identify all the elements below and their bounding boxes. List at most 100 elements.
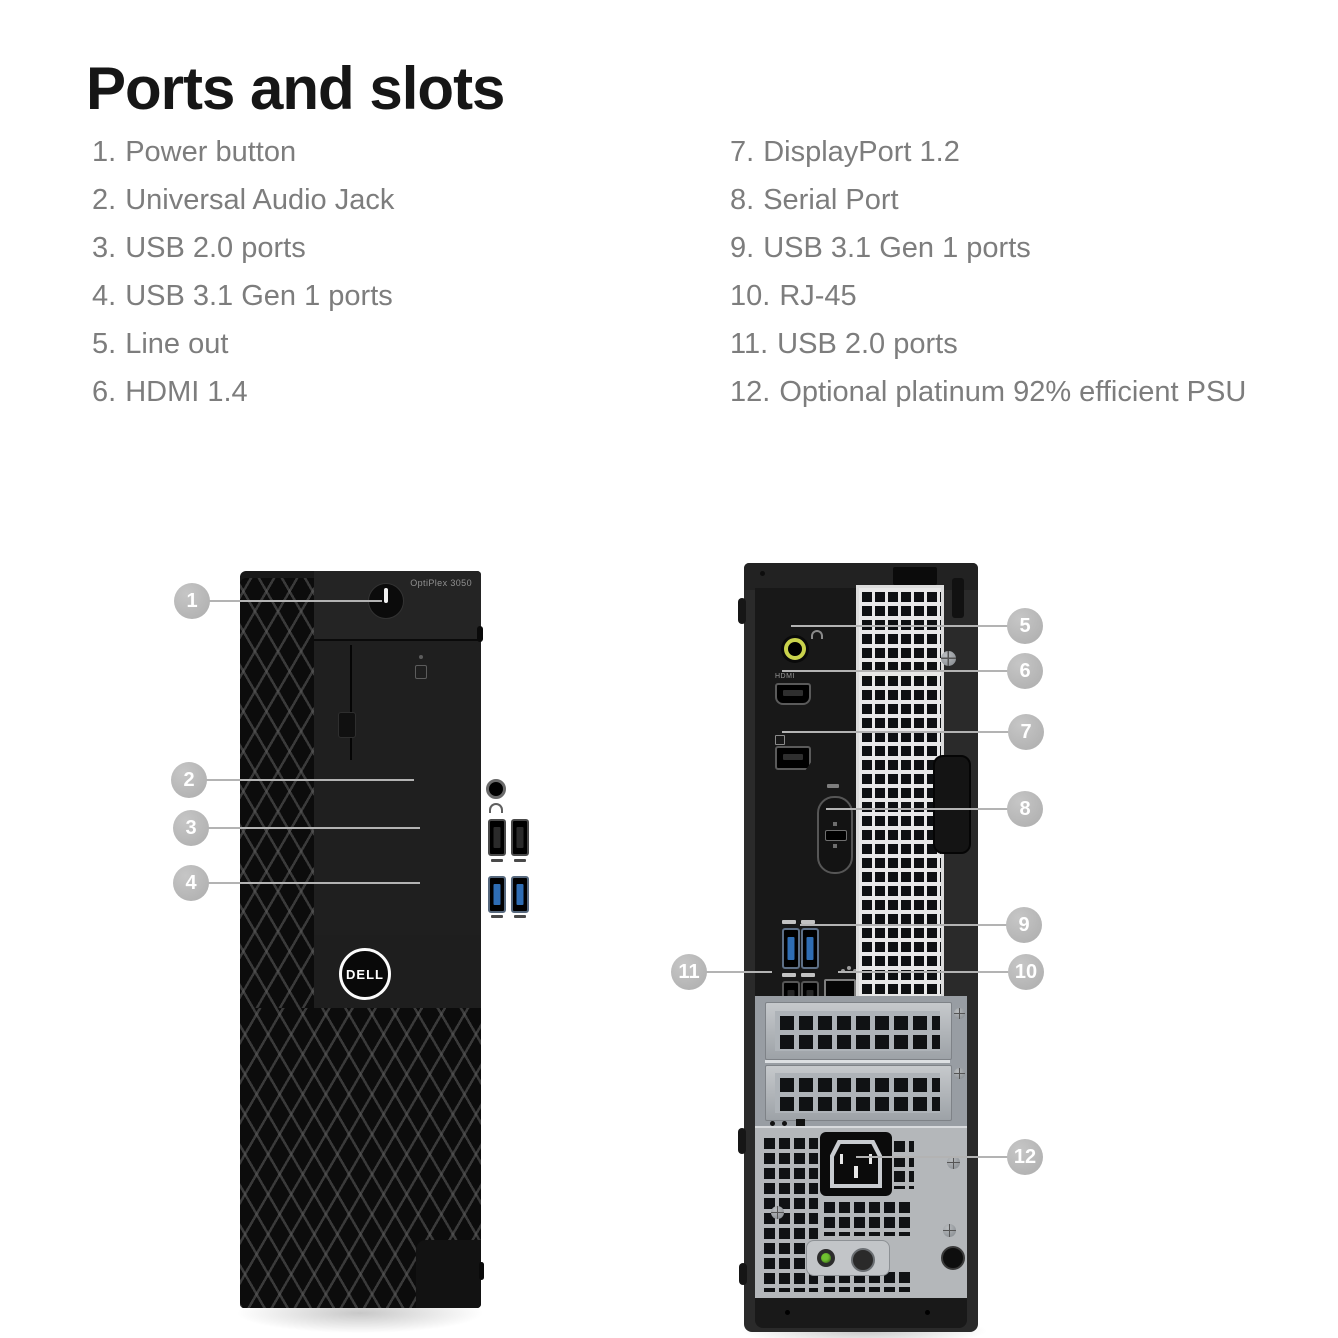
legend-item-label: DisplayPort 1.2 [763,136,960,168]
legend-item-label: Serial Port [763,184,899,216]
callout-12: 12 [1007,1139,1043,1175]
line-out-icon [811,630,823,639]
legend-item: 9.USB 3.1 Gen 1 ports [730,224,1246,272]
power-inlet-cavity [834,1144,878,1184]
displayport-port [775,746,811,770]
callout-1: 1 [174,583,210,619]
front-badge-nub [479,1262,484,1280]
hdmi-label: HDMI [775,673,795,680]
psu-vent-mid [820,1198,914,1236]
legend-item-number: 10. [730,280,771,312]
page-title: Ports and slots [86,55,505,123]
callout-3: 3 [173,810,209,846]
legend-item-number: 3. [92,232,117,264]
expansion-slot-vent-1 [775,1011,940,1051]
legend-item: 8.Serial Port [730,176,1246,224]
usb2-label-mark [801,973,815,977]
back-latch [893,567,937,585]
disc-icon [415,665,427,679]
hdmi-port [775,683,811,705]
back-handle-recess [933,755,971,854]
serial-pin-mark [833,822,837,826]
chassis-notch [796,1119,805,1127]
callout-leader-line-10 [838,971,1026,973]
power-inlet [820,1132,892,1196]
callout-4: 4 [173,865,209,901]
callout-leader-line-3 [191,827,420,829]
legend-item: 3.USB 2.0 ports [92,224,394,272]
chassis-dot [785,1310,790,1315]
callout-leader-line-11 [689,971,772,973]
back-tower: HDMI [738,563,978,1332]
callout-leader-line-9 [800,924,1024,926]
back-side-nub [738,1128,746,1154]
power-inlet-pin [840,1154,843,1164]
usb2-label-mark [491,859,503,862]
legend-item-number: 11. [730,328,769,360]
legend-item-label: USB 3.1 Gen 1 ports [763,232,1031,264]
back-side-nub [739,1263,747,1285]
displayport-tab [783,754,803,760]
legend-item-number: 9. [730,232,755,264]
psu-area [755,1126,967,1300]
legend-item-number: 8. [730,184,755,216]
usb2-label-mark [514,859,526,862]
serial-pin-mark [833,844,837,848]
expansion-slot-area [755,996,967,1127]
hdmi-port-tab [783,690,803,696]
displayport-icon [775,735,785,745]
usb3-label-mark [801,920,815,924]
power-inlet-pin [854,1166,858,1178]
psu-vent-right [890,1137,914,1189]
power-button-bar-icon [384,588,388,603]
callout-leader-line-5 [791,625,1025,627]
usb3-label-mark [491,915,503,918]
legend-item-label: Optional platinum 92% efficient PSU [779,376,1247,408]
legend-item-label: Line out [125,328,229,360]
front-audio-jack [486,779,506,799]
usb3-label-mark [514,915,526,918]
legend-item: 7.DisplayPort 1.2 [730,128,1246,176]
legend-item-label: Universal Audio Jack [125,184,395,216]
serial-connector [825,830,847,841]
psu-screw [943,1224,956,1237]
legend-item-number: 5. [92,328,117,360]
callout-9: 9 [1006,907,1042,943]
back-vent-grid [856,585,944,1002]
headset-icon [489,803,503,813]
front-logo-band: DELL [314,935,481,1008]
legend-item-number: 12. [730,376,771,408]
callout-leader-line-12 [856,1156,1025,1158]
legend-item-label: USB 3.1 Gen 1 ports [125,280,393,312]
callout-7: 7 [1008,714,1044,750]
back-bottom-strip [755,1298,967,1328]
legend-item-label: RJ-45 [779,280,857,312]
chassis-dot [925,1310,930,1315]
legend-item-label: USB 2.0 ports [777,328,958,360]
front-right-panel: OptiPlex 3050 [314,571,529,935]
legend-item: 4.USB 3.1 Gen 1 ports [92,272,394,320]
front-top-strip: OptiPlex 3050 [314,571,481,641]
psu-vent-left [760,1134,818,1292]
front-usb3-port-2 [511,876,529,913]
optical-drive-slot [350,645,352,760]
chassis-dot [770,1121,775,1126]
drive-activity-light [419,655,423,659]
front-usb3-port-1 [488,876,506,913]
front-usb2-port-2 [511,819,529,856]
expansion-divider-highlight [765,1060,950,1063]
legend-item-number: 7. [730,136,755,168]
chassis-dot [782,1121,787,1126]
callout-leader-line-2 [189,779,414,781]
expansion-screw [954,1008,965,1019]
legend-item-label: USB 2.0 ports [125,232,306,264]
expansion-slot-cover-1 [765,1002,952,1060]
usb3-label-mark [782,920,796,924]
callout-2: 2 [171,762,207,798]
usb2-label-mark [782,973,796,977]
expansion-slot-vent-2 [775,1073,940,1113]
thumbscrew [941,1246,965,1270]
